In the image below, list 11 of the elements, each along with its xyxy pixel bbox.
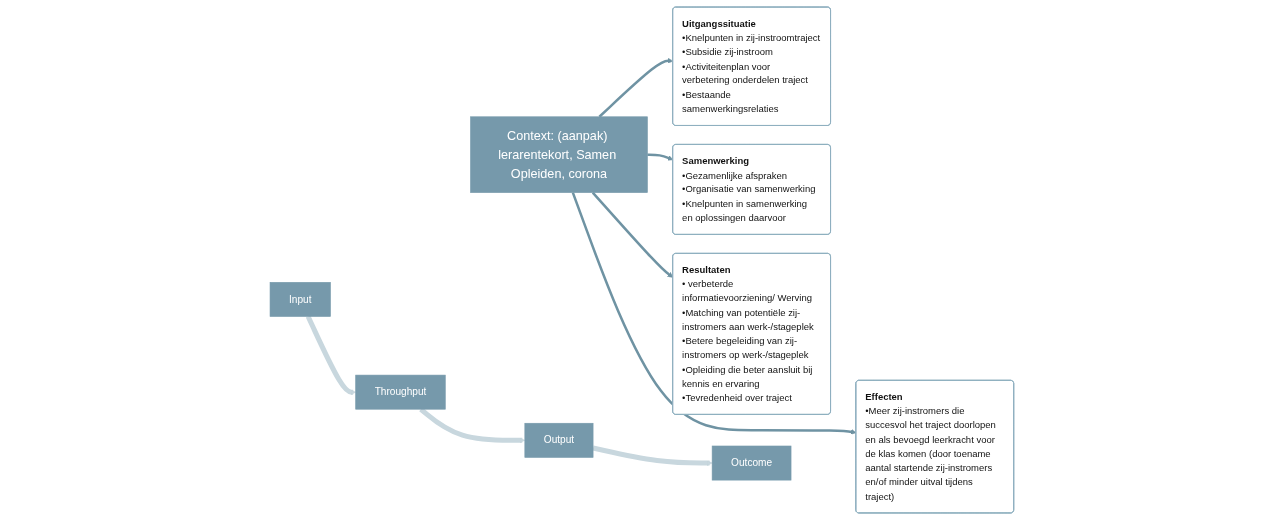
node-box: Context: (aanpak) lerarentekort, Samen Opleiden, corona [470,116,648,193]
node-box: Output [524,422,594,458]
arrow [592,445,713,466]
node-box: Throughput [355,374,446,410]
node-box: Input [269,282,331,317]
arrow [647,153,674,161]
arrow [598,57,674,118]
arrow [591,191,674,278]
arrow [571,192,857,435]
arrow [305,315,357,395]
node-box: Outcome [711,445,792,481]
